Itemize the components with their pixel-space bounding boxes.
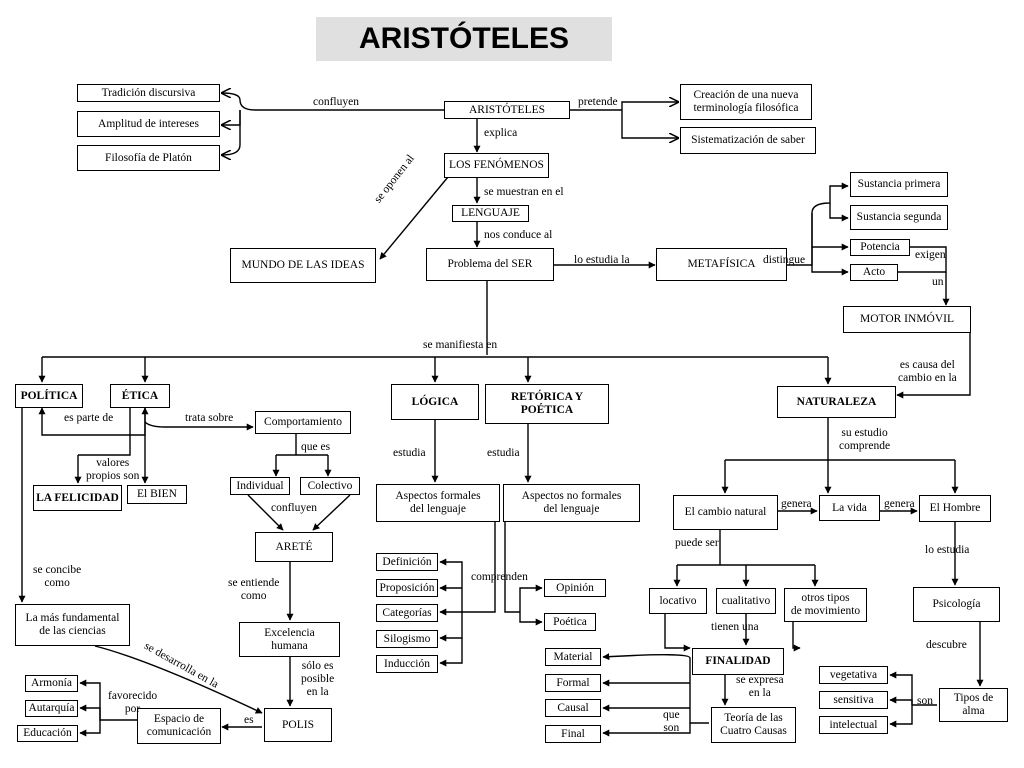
label-trata-sobre: trata sobre	[185, 412, 234, 424]
node-colectivo: Colectivo	[300, 477, 360, 495]
label-solo-es: sólo es posible en la	[301, 660, 335, 698]
label-lo-estudia: lo estudia	[925, 544, 970, 556]
label-su-estudio: su estudio comprende	[839, 427, 891, 452]
node-silogismo: Silogismo	[376, 630, 438, 648]
label-nos-conduce: nos conduce al	[484, 229, 553, 241]
node-filosofia-platon: Filosofía de Platón	[77, 145, 220, 171]
node-naturaleza: NATURALEZA	[777, 386, 896, 418]
node-comportamiento: Comportamiento	[255, 411, 351, 434]
node-la-vida: La vida	[819, 495, 880, 521]
node-aristoteles: ARISTÓTELES	[444, 101, 570, 119]
node-sistematizacion: Sistematización de saber	[680, 127, 816, 154]
label-distingue: distingue	[763, 254, 806, 266]
node-espacio-comunicacion: Espacio de comunicación	[137, 708, 221, 744]
label-es-parte-de: es parte de	[64, 412, 114, 424]
node-finalidad: FINALIDAD	[692, 648, 784, 675]
node-tradicion-discursiva: Tradición discursiva	[77, 84, 220, 102]
node-problema-ser: Problema del SER	[426, 248, 554, 281]
label-confluyen: confluyen	[313, 96, 359, 108]
node-cualitativo: cualitativo	[716, 588, 776, 614]
node-sensitiva: sensitiva	[819, 691, 888, 709]
node-final: Final	[545, 725, 601, 743]
node-aspectos-no-formales: Aspectos no formales del lenguaje	[503, 484, 640, 522]
label-es-causa: es causa del cambio en la	[898, 359, 957, 384]
label-se-concibe: se concibe como	[33, 564, 82, 589]
label-lo-estudia-la: lo estudia la	[574, 254, 630, 266]
node-causal: Causal	[545, 699, 601, 717]
diagram-title: ARISTÓTELES	[316, 17, 612, 61]
node-armonia: Armonía	[25, 675, 78, 692]
label-genera-1: genera	[781, 498, 812, 510]
label-son: son	[917, 695, 933, 707]
label-tienen-una: tienen una	[711, 621, 759, 633]
label-un: un	[932, 276, 944, 288]
node-motor-inmovil: MOTOR INMÓVIL	[843, 306, 971, 333]
node-otros-movimiento: otros tipos de movimiento	[784, 588, 867, 622]
label-se-muestran: se muestran en el	[484, 186, 564, 198]
node-sustancia-segunda: Sustancia segunda	[850, 205, 948, 230]
node-poetica: Poética	[544, 613, 596, 631]
node-excelencia-humana: Excelencia humana	[239, 622, 340, 657]
node-los-fenomenos: LOS FENÓMENOS	[444, 153, 549, 178]
node-ciencia-fundamental: La más fundamental de las ciencias	[15, 604, 130, 646]
label-comprenden: comprenden	[471, 571, 528, 583]
label-se-expresa: se expresa en la	[736, 674, 784, 699]
node-acto: Acto	[850, 264, 898, 281]
node-intelectual: intelectual	[819, 716, 888, 734]
node-logica: LÓGICA	[391, 384, 479, 420]
node-psicologia: Psicología	[913, 587, 1000, 622]
node-politica: POLÍTICA	[15, 384, 83, 408]
label-que-son: que son	[663, 709, 680, 734]
node-arete: ARETÉ	[255, 532, 333, 562]
label-confluyen-2: confluyen	[271, 502, 317, 514]
label-valores: valores propios son	[86, 457, 140, 482]
node-locativo: locativo	[649, 588, 707, 614]
node-lenguaje: LENGUAJE	[452, 205, 529, 222]
node-formal: Formal	[545, 674, 601, 692]
label-estudia-2: estudia	[487, 447, 520, 459]
node-la-felicidad: LA FELICIDAD	[33, 485, 122, 511]
node-educacion: Educación	[17, 725, 78, 742]
node-proposicion: Proposición	[376, 579, 438, 597]
label-descubre: descubre	[926, 639, 967, 651]
node-aspectos-formales: Aspectos formales del lenguaje	[376, 484, 500, 522]
node-sustancia-primera: Sustancia primera	[850, 172, 948, 197]
node-autarquia: Autarquía	[25, 700, 78, 717]
node-mundo-ideas: MUNDO DE LAS IDEAS	[230, 248, 376, 283]
node-retorica-poetica: RETÓRICA Y POÉTICA	[485, 384, 609, 424]
label-pretende: pretende	[578, 96, 618, 108]
node-vegetativa: vegetativa	[819, 666, 888, 684]
label-que-es: que es	[301, 441, 331, 453]
node-induccion: Inducción	[376, 655, 438, 673]
node-individual: Individual	[230, 477, 290, 495]
node-polis: POLIS	[264, 708, 332, 742]
node-etica: ÉTICA	[110, 384, 170, 408]
label-se-entiende: se entiende como	[228, 577, 280, 602]
node-cambio-natural: El cambio natural	[673, 495, 778, 530]
node-creacion-terminologia: Creación de una nueva terminología filos…	[680, 84, 812, 120]
node-amplitud-intereses: Amplitud de intereses	[77, 111, 220, 137]
node-el-hombre: El Hombre	[919, 495, 991, 522]
label-estudia-1: estudia	[393, 447, 426, 459]
label-exigen: exigen	[915, 249, 946, 261]
node-el-bien: El BIEN	[127, 485, 187, 504]
node-metafisica: METAFÍSICA	[656, 248, 787, 281]
node-definicion: Definición	[376, 553, 438, 571]
label-favorecido: favorecido por	[108, 690, 158, 715]
node-opinion: Opinión	[544, 579, 606, 597]
label-puede-ser: puede ser	[675, 537, 719, 549]
node-tipos-alma: Tipos de alma	[939, 688, 1008, 722]
label-explica: explica	[484, 127, 518, 139]
node-material: Material	[545, 648, 601, 666]
label-es: es	[244, 714, 254, 726]
node-cuatro-causas: Teoría de las Cuatro Causas	[711, 707, 796, 743]
node-potencia: Potencia	[850, 239, 910, 256]
node-categorias: Categorías	[376, 604, 438, 622]
label-se-manifiesta: se manifiesta en	[423, 339, 498, 351]
label-genera-2: genera	[884, 498, 915, 510]
